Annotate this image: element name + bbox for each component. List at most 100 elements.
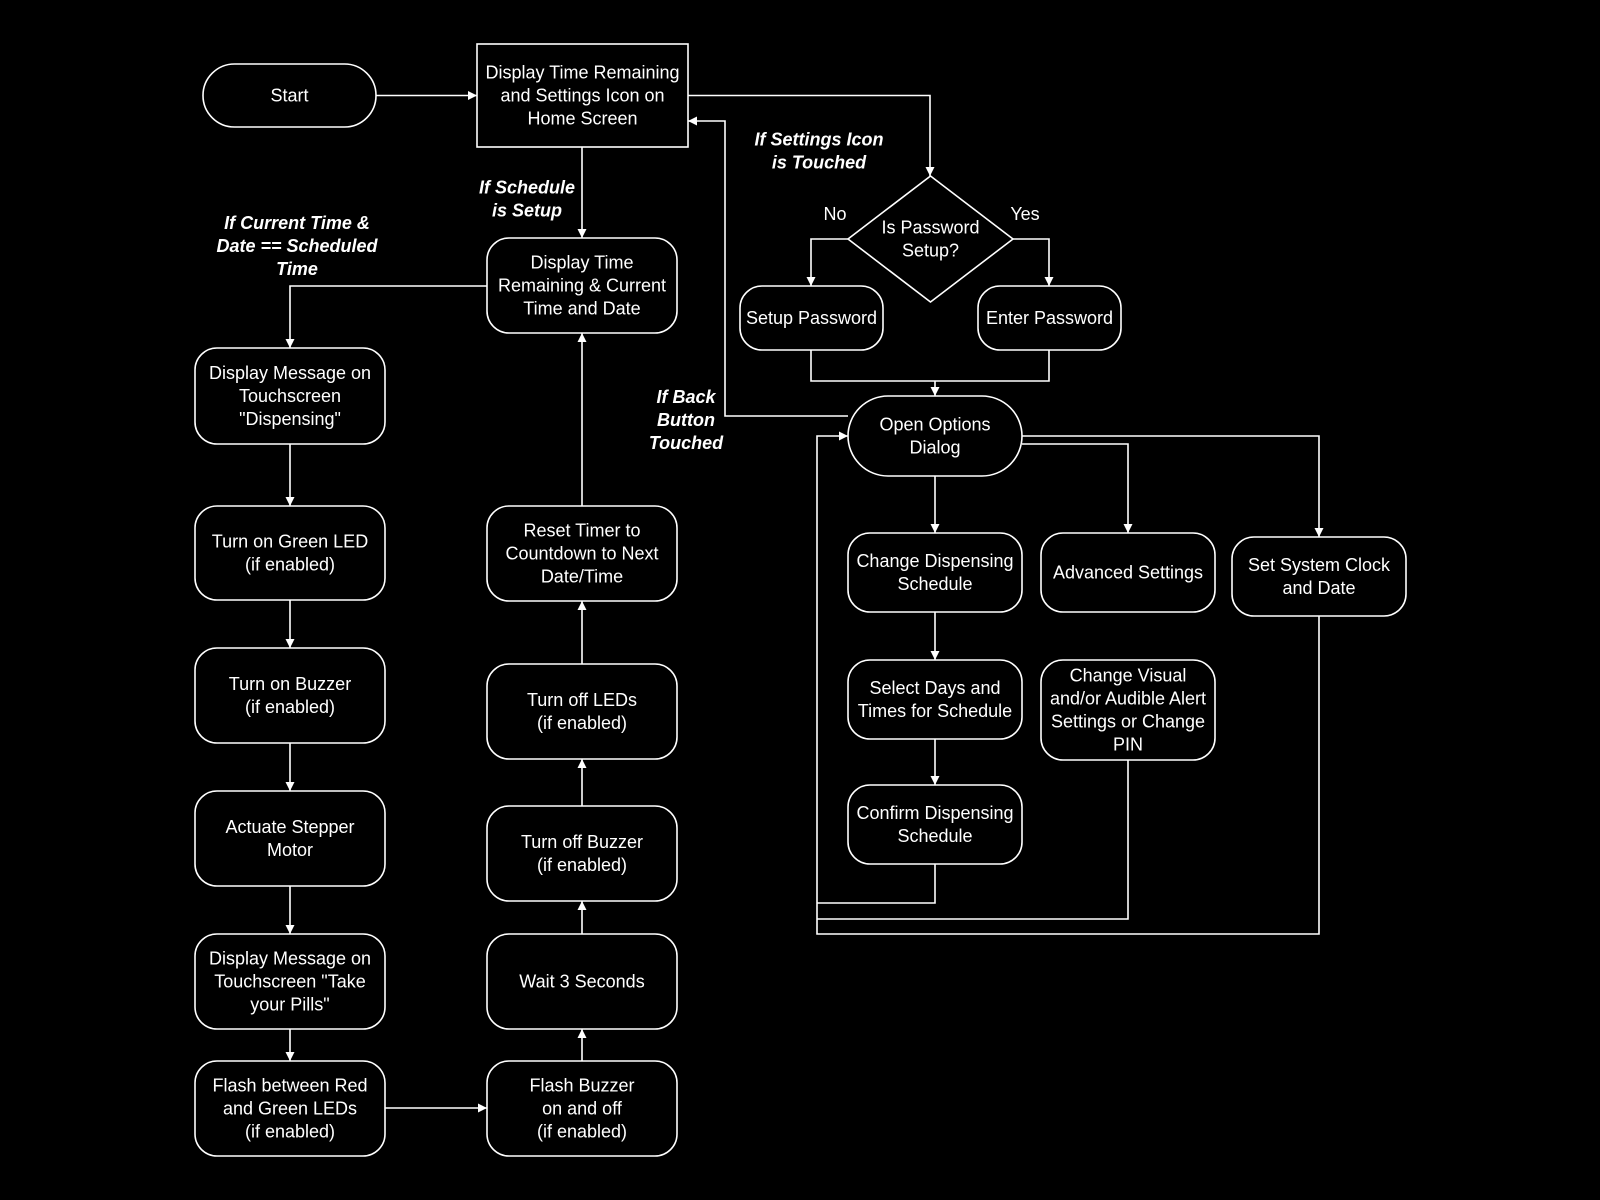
edge-label-no-line: No [823,204,846,224]
edge-label-yes-line: Yes [1010,204,1039,224]
node-msg-dispensing-line: Display Message on [209,363,371,383]
node-start: Start [202,63,377,128]
node-msg-dispensing-line: "Dispensing" [239,409,341,429]
edge-options-to-advanced [1022,443,1133,533]
node-reset-timer-line: Reset Timer to [523,521,640,541]
rounded-box [486,805,678,902]
node-msg-pills-line: Display Message on [209,949,371,969]
node-confirm-schedule-line: Schedule [897,826,972,846]
edge-label-settings-touched-line: is Touched [772,153,867,173]
node-password-q-line: Setup? [902,241,959,261]
rounded-box [194,1060,386,1157]
rounded-box [202,63,377,128]
rounded-box [486,663,678,760]
node-buzzer-off-line: Turn off Buzzer [521,832,643,852]
node-advanced-line: Advanced Settings [1053,563,1203,583]
edge-label-back-button-line: If Back [656,387,716,407]
edge-label-settings-touched-line: If Settings Icon [754,130,883,150]
node-msg-dispensing-line: Touchscreen [239,386,341,406]
edge-options-back-to-home [688,116,848,417]
rounded-box [1040,532,1216,613]
edge-label-current-time-line: Date == Scheduled [216,236,378,256]
rounded-box [194,505,386,601]
node-advanced: Advanced Settings [1040,532,1216,613]
connectors [285,91,1324,1113]
rounded-box [486,237,678,334]
node-stepper-line: Motor [267,840,313,860]
edge-label-settings-touched: If Settings Icon is Touched [754,130,883,173]
edge-visual-loop [817,760,1129,920]
node-open-options-line: Dialog [909,438,960,458]
node-buzzer-on-line: (if enabled) [245,697,335,717]
node-display-current-line: Time and Date [523,299,640,319]
node-reset-timer-line: Countdown to Next [505,544,658,564]
node-leds-off: Turn off LEDs(if enabled) [486,663,678,760]
edge-label-back-button-line: Touched [649,433,724,453]
node-change-schedule-line: Change Dispensing [856,551,1013,571]
node-select-days-line: Select Days and [869,678,1000,698]
node-flash-leds-line: and Green LEDs [223,1099,357,1119]
rounded-box [739,285,884,351]
node-wait: Wait 3 Seconds [486,933,678,1030]
node-change-visual-line: PIN [1113,735,1143,755]
node-change-visual-line: and/or Audible Alert [1050,689,1206,709]
edge-label-no: No [823,204,846,224]
node-password-q-line: Is Password [881,218,979,238]
node-flash-buzzer-line: (if enabled) [537,1122,627,1142]
node-display-home-line: and Settings Icon on [500,86,664,106]
node-stepper-line: Actuate Stepper [225,817,354,837]
rounded-box [847,395,1023,477]
edge-label-schedule-setup: If Schedule is Setup [479,178,575,221]
edge-password-yes [1013,238,1054,286]
rounded-box [194,790,386,887]
edge-options-to-clock [1022,435,1324,537]
node-display-home-line: Home Screen [527,109,637,129]
node-green-led: Turn on Green LED (if enabled) [194,505,386,601]
node-change-schedule-line: Schedule [897,574,972,594]
node-msg-pills-line: Touchscreen "Take [214,972,365,992]
edge-current-to-dispensing [285,285,487,348]
edge-confirm-loop [817,864,936,904]
node-display-current-line: Display Time [530,253,633,273]
node-msg-dispensing: Display Message on Touchscreen "Dispensing… [194,347,386,445]
rounded-box [486,505,678,602]
rounded-box [194,347,386,445]
rounded-box [847,784,1023,865]
node-flash-leds-line: (if enabled) [245,1122,335,1142]
edge-label-schedule-setup-line: If Schedule [479,178,575,198]
node-set-clock-line: Set System Clock [1248,555,1391,575]
node-open-options-line: Open Options [879,415,990,435]
edge-label-yes: Yes [1010,204,1039,224]
node-setup-password-line: Setup Password [746,308,877,328]
edge-label-schedule-setup-line: is Setup [492,201,562,221]
rounded-box [194,933,386,1030]
node-wait-line: Wait 3 Seconds [519,972,644,992]
rounded-box [1040,659,1216,761]
edge-home-to-password [688,94,935,176]
node-enter-password-line: Enter Password [986,308,1113,328]
rounded-box [194,647,386,744]
node-start-line: Start [270,86,308,106]
process-box [476,43,689,148]
node-green-led-line: (if enabled) [245,555,335,575]
node-change-visual-line: Settings or Change [1051,712,1205,732]
node-buzzer-on: Turn on Buzzer(if enabled) [194,647,386,744]
node-select-days-line: Times for Schedule [858,701,1012,721]
rounded-box [847,659,1023,740]
node-green-led-line: Turn on Green LED [212,532,368,552]
node-leds-off-line: Turn off LEDs [527,690,637,710]
node-reset-timer-line: Date/Time [541,567,623,587]
node-setup-password: Setup Password [739,285,884,351]
rounded-box [977,285,1122,351]
edge-clock-loop [816,431,1320,935]
